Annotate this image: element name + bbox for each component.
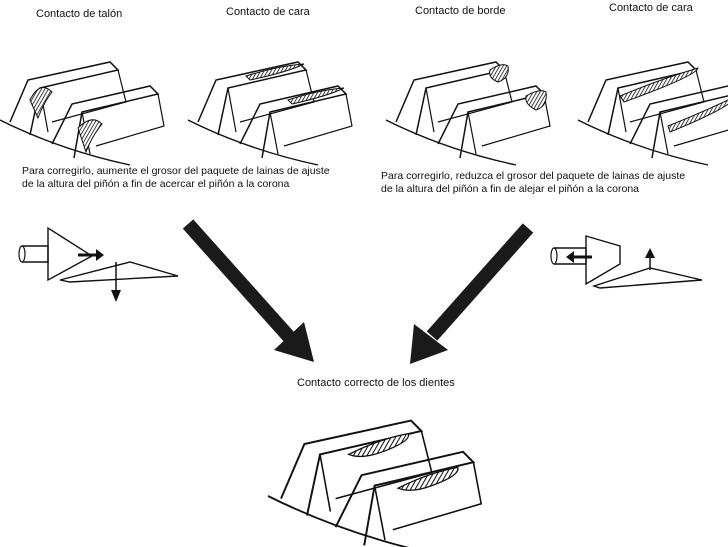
right-instruction-line-2: de la altura del piñón a fin de alejar e… — [381, 183, 640, 195]
correct-contact-teeth — [267, 419, 483, 547]
heel-contact-teeth — [0, 61, 165, 166]
left-instruction-line-1: Para corregirlo, aumente el grosor del p… — [22, 165, 330, 177]
edge-contact-label: Contacto de borde — [415, 5, 506, 17]
face-contact-teeth-1 — [187, 61, 353, 166]
heel-contact-label: Contacto de talón — [36, 8, 123, 20]
correct-contact-label: Contacto correcto de los dientes — [297, 377, 455, 389]
pinion-move-toward-gear-icon — [18, 226, 179, 302]
diagonal-arrow-down-right-icon — [182, 219, 314, 362]
pinion-move-away-gear-icon — [550, 235, 703, 289]
face-contact-label-2: Contacto de cara — [609, 2, 693, 14]
edge-contact-teeth — [385, 61, 551, 166]
face-contact-label-1: Contacto de cara — [226, 6, 310, 18]
left-instruction-line-2: de la altura del piñón a fin de acercar … — [22, 178, 290, 190]
diagonal-arrow-down-left-icon — [410, 223, 534, 364]
right-instruction-line-1: Para corregirlo, reduzca el grosor del p… — [381, 170, 686, 182]
face-contact-teeth-2 — [577, 61, 728, 166]
